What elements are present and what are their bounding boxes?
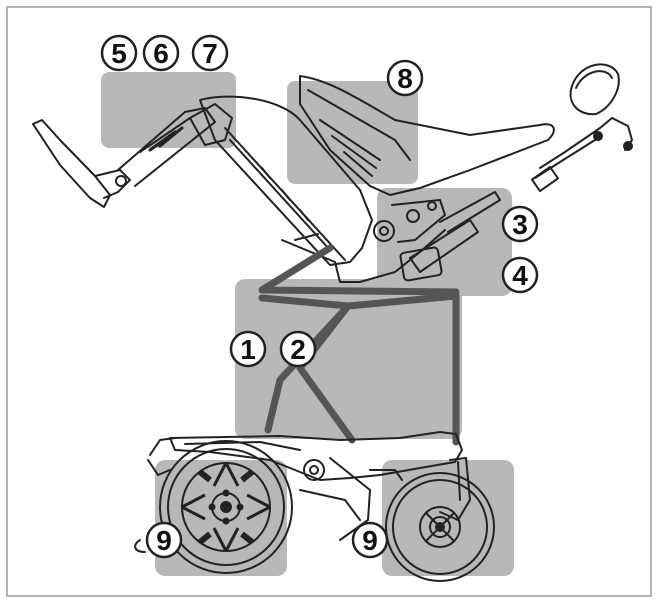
callout-8-label: 8 [397, 63, 413, 94]
rear-wheel [159, 440, 293, 574]
seat-cushion [199, 95, 373, 266]
wheelchair-drawing [32, 63, 633, 283]
caster-fork [439, 457, 471, 521]
highlight-zones [101, 72, 514, 576]
callout-1: 1 [229, 330, 267, 368]
callout-6-label: 6 [153, 38, 169, 69]
headrest [569, 63, 620, 116]
callout-9-front-label: 9 [362, 525, 378, 556]
zone-legrest [101, 72, 236, 148]
callout-5-label: 5 [111, 38, 127, 69]
callout-7-label: 7 [202, 38, 218, 69]
actuator [409, 219, 479, 273]
callout-5: 5 [100, 34, 138, 72]
chassis [134, 431, 471, 553]
callout-9-rear-label: 9 [156, 525, 172, 556]
callout-1-label: 1 [240, 334, 256, 365]
front-wheel [385, 472, 495, 582]
headrest-arm [539, 117, 613, 169]
legrest-tube [117, 107, 216, 187]
callout-4: 4 [501, 256, 539, 294]
lift-mechanism [258, 244, 460, 446]
callouts: 5 6 7 8 3 4 1 2 [100, 34, 539, 559]
backrest-pad [299, 75, 555, 196]
frame-border [6, 6, 652, 597]
zone-actuator [377, 188, 512, 296]
callout-3: 3 [501, 205, 539, 243]
base-body [169, 431, 463, 481]
callout-4-label: 4 [512, 260, 528, 291]
callout-2: 2 [279, 330, 317, 368]
footplate [32, 119, 111, 208]
zone-backrest [287, 81, 418, 184]
callout-7: 7 [191, 34, 229, 72]
callout-6: 6 [142, 34, 180, 72]
callout-3-label: 3 [512, 209, 528, 240]
callout-8: 8 [386, 59, 424, 97]
callout-9-rear: 9 [145, 521, 183, 559]
callout-9-front: 9 [351, 521, 389, 559]
zone-rear-wheel [155, 460, 287, 576]
callout-2-label: 2 [290, 334, 306, 365]
zone-lift [235, 279, 462, 439]
